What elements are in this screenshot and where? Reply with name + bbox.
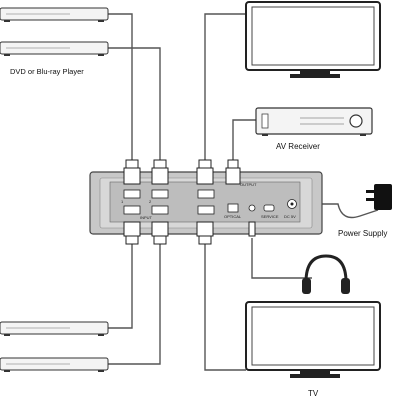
cable-tv-top-output: [204, 13, 246, 166]
output-label: OUTPUT: [240, 182, 257, 187]
cable-tv-bottom-output: [204, 236, 246, 371]
hdmi-plugs-top: [123, 159, 241, 185]
player-top-1: [0, 7, 109, 22]
cable-headphones: [251, 238, 312, 279]
input-port-1: [123, 189, 141, 215]
player-bottom-2: [0, 357, 109, 372]
tv-label: TV: [308, 389, 319, 398]
cable-player1-input1: [108, 13, 133, 166]
player-label: DVD or Blu-ray Player: [10, 67, 84, 76]
input-2-number: 2: [149, 199, 152, 204]
power-label: Power Supply: [338, 229, 387, 238]
audio-jack-port: [248, 204, 256, 212]
tv-top: [245, 1, 381, 78]
tv-bottom: [245, 301, 381, 378]
hdmi-plugs-bottom: [123, 221, 256, 245]
cable-player3-input1: [108, 236, 133, 329]
output-ports: [197, 189, 215, 215]
cable-power: [300, 203, 379, 219]
headphones: [302, 254, 350, 294]
player-bottom-1: [0, 321, 109, 336]
cable-player2-input2: [108, 47, 161, 166]
switcher-device: 1 2 INPUT OUTPUT OPTICAL SERVICE DC 5V: [89, 171, 323, 235]
power-supply: [366, 184, 392, 210]
cables: [108, 13, 379, 371]
cable-receiver-output: [232, 119, 256, 166]
optical-label: OPTICAL: [224, 214, 242, 219]
av-receiver: [255, 107, 373, 136]
player-top-2: [0, 41, 109, 56]
dc-label: DC 5V: [284, 214, 296, 219]
optical-port: [227, 203, 239, 213]
input-port-2: [151, 189, 169, 215]
service-port: [263, 204, 275, 212]
receiver-label: AV Receiver: [276, 142, 320, 151]
input-1-number: 1: [121, 199, 124, 204]
input-label: INPUT: [140, 215, 153, 220]
service-label: SERVICE: [261, 214, 279, 219]
cable-player4-input2: [108, 236, 161, 365]
